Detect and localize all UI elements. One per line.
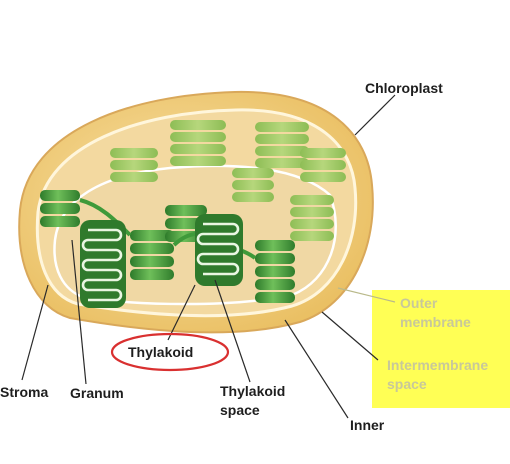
leader-thylakoid bbox=[167, 284, 196, 341]
leader-chloroplast bbox=[354, 94, 396, 136]
granum-stack bbox=[290, 195, 334, 241]
granum-stack bbox=[40, 190, 80, 227]
label-outer-line2: membrane bbox=[400, 314, 471, 330]
granum-stack bbox=[110, 148, 158, 182]
granum-cutaway bbox=[195, 214, 243, 286]
label-inner: Inner bbox=[350, 417, 385, 433]
leader-lines bbox=[21, 94, 396, 419]
leader-intermembrane bbox=[321, 311, 379, 361]
leader-thylakoid-space bbox=[214, 279, 251, 383]
label-thylakoid: Thylakoid bbox=[128, 344, 193, 360]
label-chloroplast: Chloroplast bbox=[365, 80, 443, 96]
label-thylakoid-space-line2: space bbox=[220, 402, 260, 418]
background-grana bbox=[110, 120, 346, 241]
label-outer-line1: Outer bbox=[400, 295, 438, 311]
stroma-lamella bbox=[79, 198, 132, 237]
granum-stack bbox=[130, 230, 174, 280]
leader-stroma bbox=[21, 284, 49, 381]
label-intermembrane-line1: Intermembrane bbox=[387, 357, 488, 373]
annotation-circle bbox=[110, 332, 230, 372]
leader-granum bbox=[71, 239, 87, 385]
granum-stack bbox=[255, 122, 309, 168]
granum-stack bbox=[170, 120, 226, 166]
leader-outer bbox=[337, 287, 396, 303]
highlight-box bbox=[372, 290, 510, 408]
leader-inner bbox=[284, 319, 349, 419]
label-stroma: Stroma bbox=[0, 384, 48, 400]
granum-stack bbox=[255, 240, 295, 303]
granum-stack bbox=[232, 168, 274, 202]
label-thylakoid-space-line1: Thylakoid bbox=[220, 383, 285, 399]
label-intermembrane-line2: space bbox=[387, 376, 427, 392]
granum-cutaway bbox=[80, 220, 126, 308]
granum-stack bbox=[300, 148, 346, 182]
label-granum: Granum bbox=[70, 385, 124, 401]
